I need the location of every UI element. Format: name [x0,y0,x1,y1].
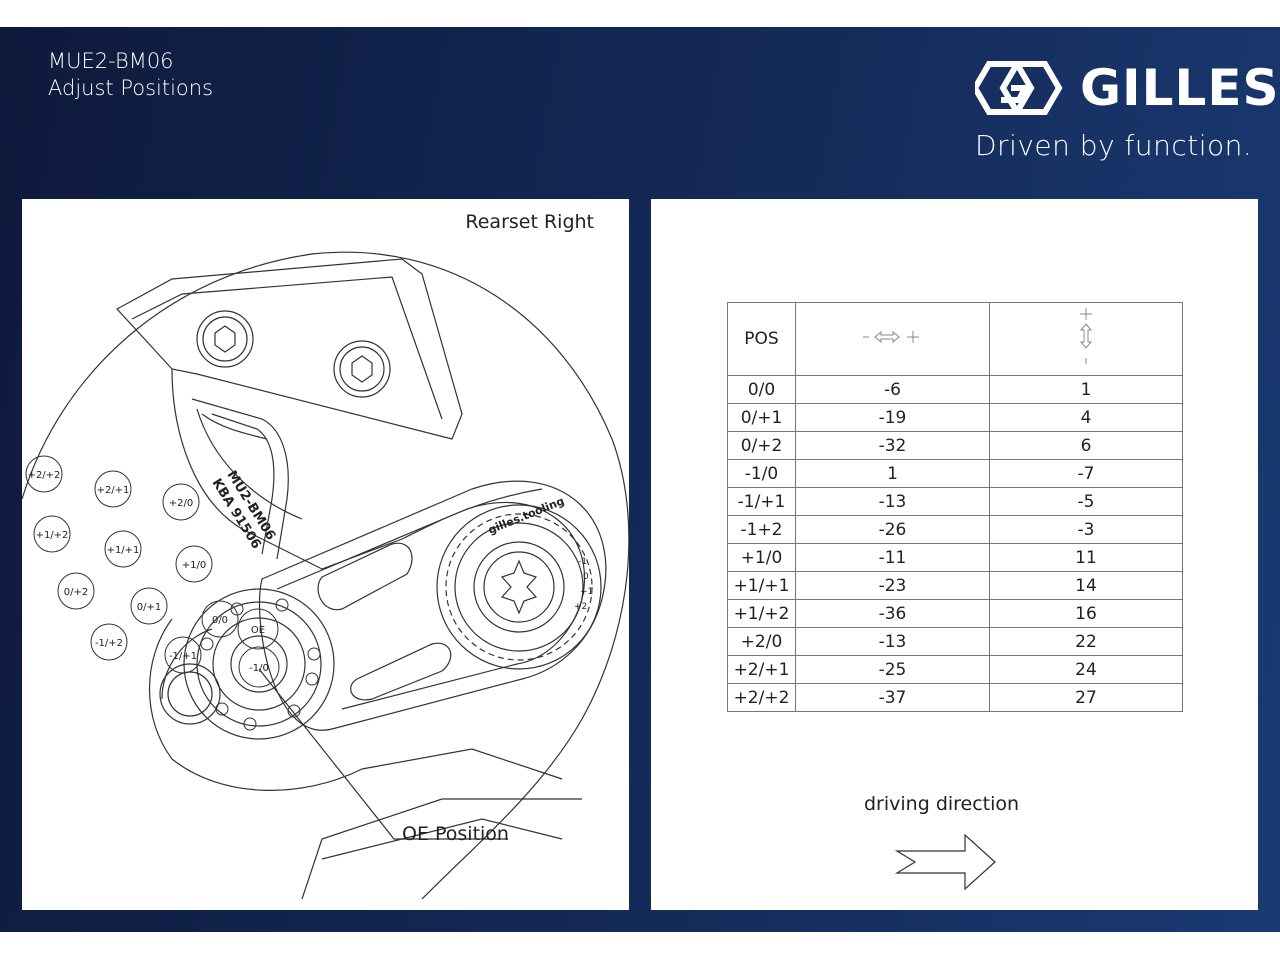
cell-vertical: 27 [989,683,1183,712]
dial-brand-marking: gilles.tooling [486,494,566,536]
pos-label-m10: -1/0 [249,663,269,674]
cell-horizontal: -32 [795,431,990,460]
header-horizontal [795,302,990,376]
page-title: MUE2-BM06 Adjust Positions [48,48,213,102]
cell-horizontal: -13 [795,487,990,516]
cell-horizontal: -26 [795,515,990,544]
cell-pos: -1+2 [727,515,796,544]
cell-horizontal: -36 [795,599,990,628]
cell-pos: +1/0 [727,543,796,572]
pos-label-p2p1: +2/+1 [97,485,130,496]
table-header-row: POS [727,302,1183,376]
cell-horizontal: 1 [795,459,990,488]
header-vertical [989,302,1183,376]
cell-pos: -1/0 [727,459,796,488]
pos-label-p1p1: +1/+1 [107,545,140,556]
cell-horizontal: -37 [795,683,990,712]
cell-pos: +2/+2 [727,683,796,712]
pos-label-0p1: 0/+1 [137,602,161,613]
page-subtitle: Adjust Positions [48,76,214,100]
header-pos: POS [727,302,796,376]
dial-mark-m1: -1 [578,557,587,567]
cell-vertical: 11 [989,543,1183,572]
horizontal-adjust-icon [862,330,919,343]
model-name: MUE2-BM06 [48,49,174,73]
cell-pos: +1/+1 [727,571,796,600]
driving-direction-label: driving direction [864,793,1020,815]
cell-vertical: 24 [989,655,1183,684]
cell-vertical: 16 [989,599,1183,628]
right-arrow-icon [895,833,996,891]
cell-pos: -1/+1 [727,487,796,516]
dial-mark-p2: +2 [574,602,587,612]
position-table: POS [727,302,1183,712]
cell-vertical: -7 [989,459,1183,488]
dial-mark-0: 0 [583,572,589,582]
cell-vertical: 14 [989,571,1183,600]
cell-horizontal: -13 [795,627,990,656]
cell-pos: +1/+2 [727,599,796,628]
pos-label-00: 0/0 [212,615,228,626]
vertical-adjust-icon [1079,307,1093,364]
pos-label-m1p1: -1/+1 [169,651,197,662]
cell-pos: 0/+1 [727,403,796,432]
cell-horizontal: -11 [795,543,990,572]
table-row: -1+2-26-3 [727,515,1183,544]
oe-position-callout: OE Position [402,823,509,845]
cell-horizontal: -6 [795,375,990,404]
pos-label-0p2: 0/+2 [64,587,88,598]
pos-label-m1p2: -1/+2 [95,638,123,649]
cell-vertical: -5 [989,487,1183,516]
cell-vertical: 4 [989,403,1183,432]
pos-label-oe: OE [251,625,265,636]
cell-vertical: 6 [989,431,1183,460]
cell-vertical: 22 [989,627,1183,656]
dial-mark-p1: +1 [580,587,593,597]
cell-vertical: 1 [989,375,1183,404]
cell-pos: 0/0 [727,375,796,404]
brand-tagline: Driven by function. [975,129,1253,162]
table-row: -1/+1-13-5 [727,487,1183,516]
pos-label-p1p2: +1/+2 [36,530,69,541]
pos-label-p10: +1/0 [182,560,206,571]
cell-pos: 0/+2 [727,431,796,460]
cell-horizontal: -23 [795,571,990,600]
gilles-logo-icon [975,61,1063,115]
panel-title-rearset: Rearset Right [465,211,594,233]
pos-label-p2p2: +2/+2 [28,470,61,481]
rearset-drawing: +2/+2 +2/+1 +2/0 +1/+2 +1/+1 +1/0 0/+2 0… [22,251,629,900]
cell-pos: +2/0 [727,627,796,656]
cell-horizontal: -25 [795,655,990,684]
pos-label-p20: +2/0 [169,498,193,509]
rearset-drawing-panel: +2/+2 +2/+1 +2/0 +1/+2 +1/+1 +1/0 0/+2 0… [22,199,629,910]
adjust-table-panel: POS [651,199,1258,910]
cell-pos: +2/+1 [727,655,796,684]
cell-horizontal: -19 [795,403,990,432]
cell-vertical: -3 [989,515,1183,544]
brand-name: GILLES [1080,59,1280,117]
